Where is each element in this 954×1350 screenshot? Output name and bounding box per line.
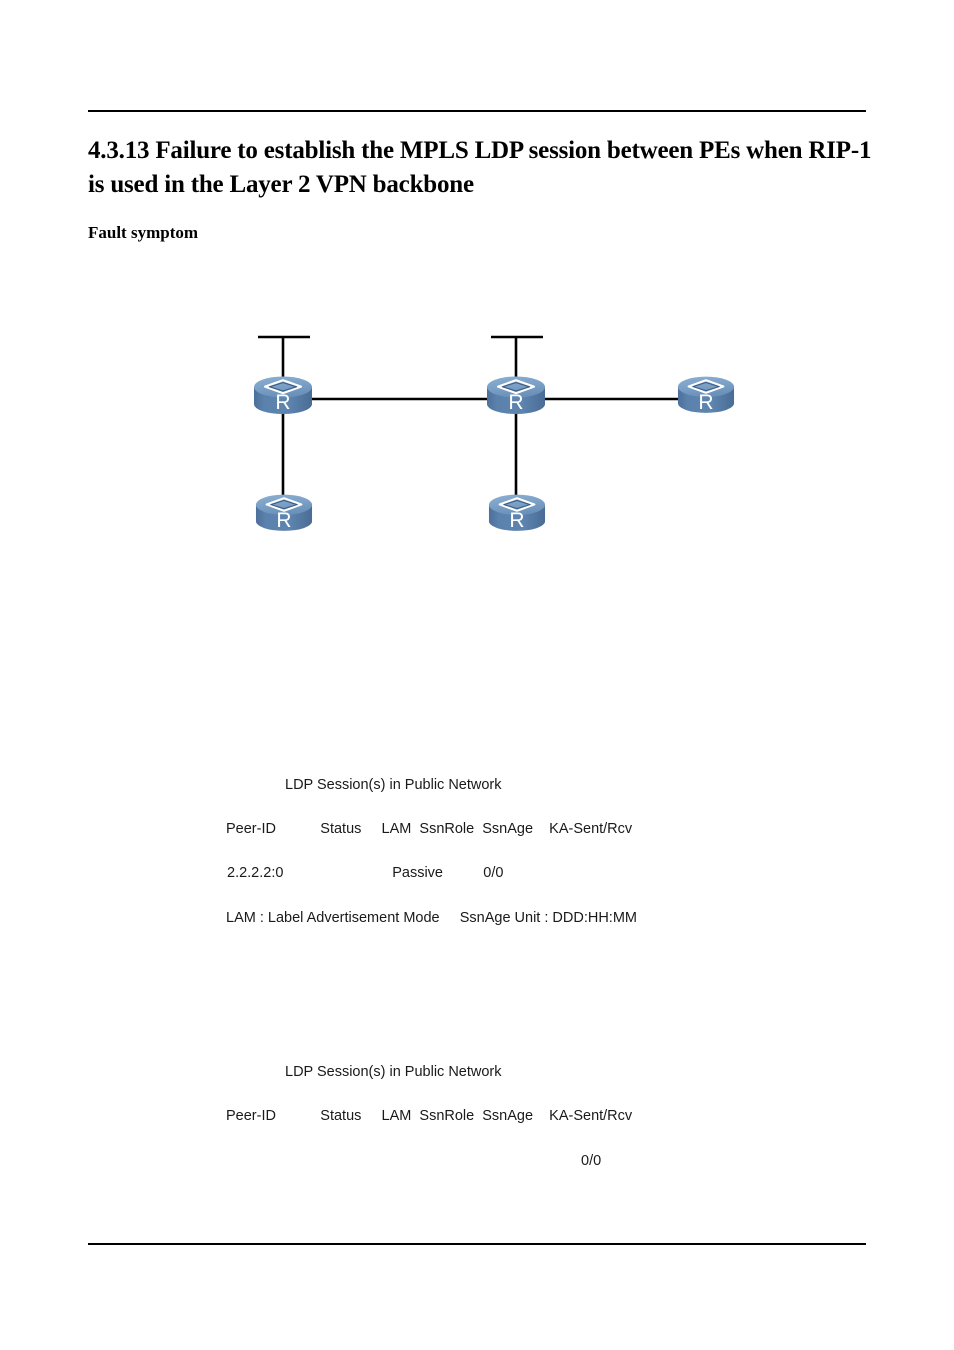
ldp-session-columns-2: Peer-ID Status LAM SsnRole SsnAge KA-Sen…: [226, 1108, 633, 1124]
ldp-session-row-1: 2.2.2.2:0 Passive 0/0: [227, 865, 504, 881]
router-node-ce1: R: [254, 493, 314, 532]
router-node-p1: R: [485, 375, 547, 416]
router-node-pe1: R: [252, 375, 314, 416]
page-title: 4.3.13 Failure to establish the MPLS LDP…: [88, 137, 872, 198]
router-label-pe1: R: [275, 391, 290, 414]
router-node-ce2: R: [487, 493, 547, 532]
header-rule: [88, 110, 866, 112]
topology-links: [258, 335, 708, 514]
router-label-p1: R: [508, 391, 523, 414]
router-node-pe2: R: [676, 375, 736, 414]
ldp-session-title-1: LDP Session(s) in Public Network: [285, 777, 502, 793]
section-subheading: Fault symptom: [88, 223, 199, 242]
footer-rule: [88, 1243, 866, 1245]
ldp-session-columns-1: Peer-ID Status LAM SsnRole SsnAge KA-Sen…: [226, 821, 633, 837]
ldp-session-legend-1: LAM : Label Advertisement Mode SsnAge Un…: [226, 910, 637, 926]
ldp-session-row-2: 0/0: [581, 1153, 602, 1169]
router-label-pe2: R: [698, 391, 713, 414]
router-label-ce2: R: [509, 509, 524, 532]
ldp-session-title-2: LDP Session(s) in Public Network: [285, 1064, 502, 1080]
router-label-ce1: R: [276, 509, 291, 532]
